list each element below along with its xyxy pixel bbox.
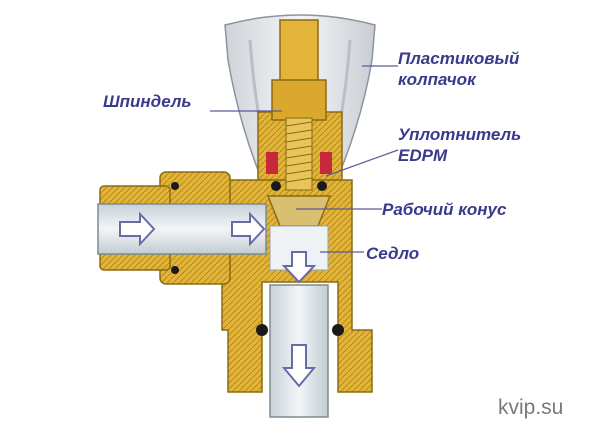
o-ring-icon: [171, 181, 344, 336]
label-plastic-cap-line1: Пластиковый: [398, 49, 520, 68]
flow-arrow-icon: [119, 211, 317, 388]
label-working-cone: Рабочий конус: [382, 200, 507, 219]
label-plastic-cap: Пластиковый колпачок: [398, 48, 519, 90]
label-plastic-cap-line2: колпачок: [398, 70, 476, 89]
label-seat: Седло: [366, 244, 420, 263]
spindle: [271, 19, 327, 191]
label-seal-line2: EDPM: [398, 146, 448, 165]
label-seal-line1: Уплотнитель: [398, 125, 522, 144]
label-seal: Уплотнитель EDPM: [398, 124, 521, 166]
watermark: kvip.su: [498, 396, 564, 419]
edpm-seal: [266, 152, 332, 174]
label-spindle: Шпиндель: [103, 92, 192, 111]
leader-lines: [210, 65, 399, 253]
